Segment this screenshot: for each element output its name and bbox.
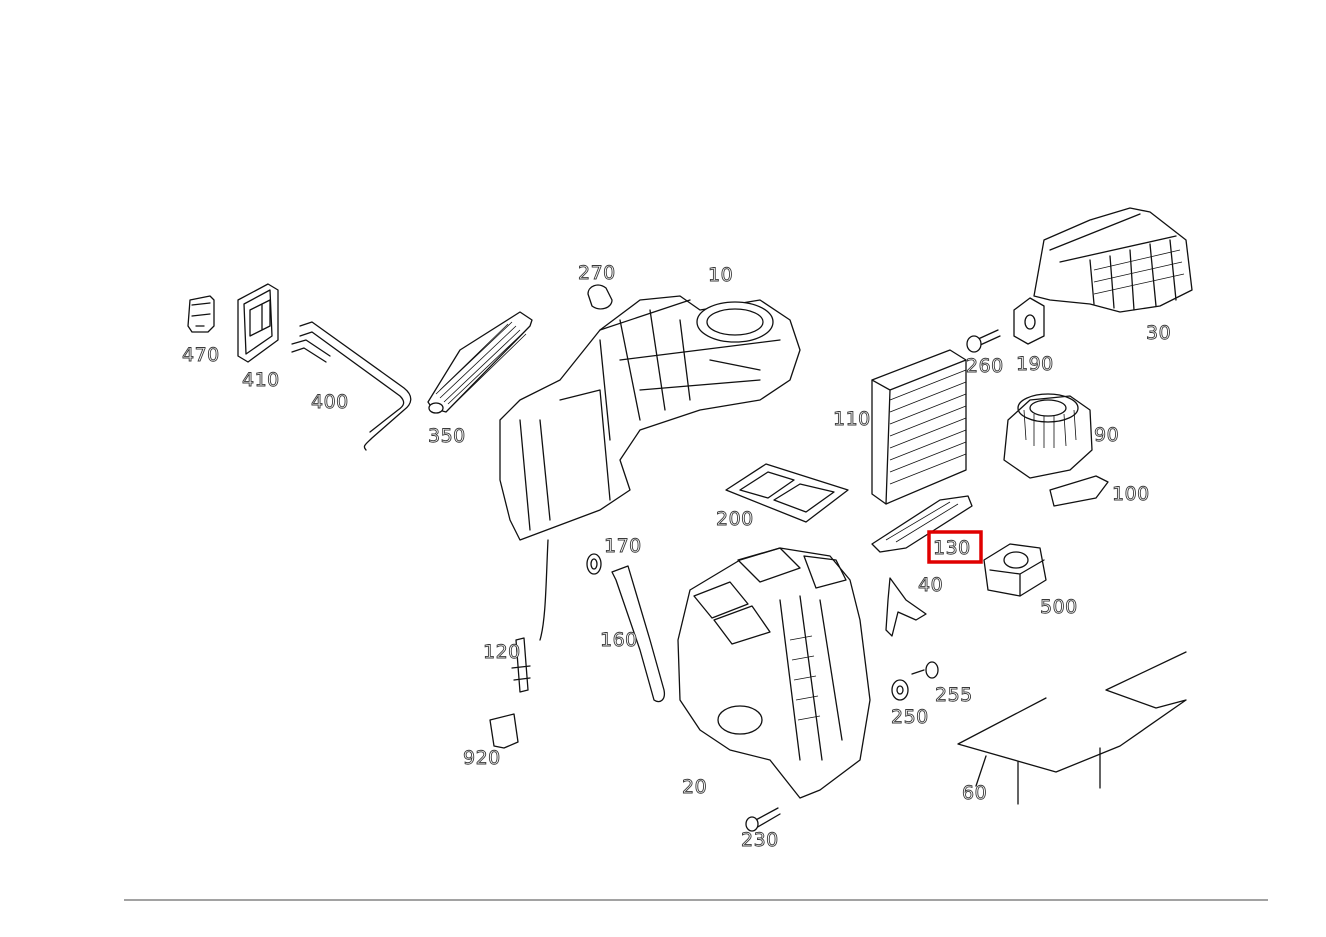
part-label-30[interactable]: 30 xyxy=(1146,322,1172,345)
part-260-drawing[interactable] xyxy=(966,329,1001,353)
part-350-drawing[interactable] xyxy=(427,311,533,414)
part-label-110[interactable]: 110 xyxy=(833,408,871,431)
part-190-drawing[interactable] xyxy=(1013,297,1045,345)
part-270-drawing[interactable] xyxy=(587,284,613,310)
part-470-drawing[interactable] xyxy=(187,295,215,333)
part-30-drawing[interactable] xyxy=(1033,207,1193,313)
part-label-470[interactable]: 470 xyxy=(182,344,220,367)
part-250-drawing[interactable] xyxy=(891,679,909,701)
part-label-90[interactable]: 90 xyxy=(1094,424,1120,447)
part-label-410[interactable]: 410 xyxy=(242,369,280,392)
part-label-920-visible[interactable]: 920 xyxy=(463,747,501,770)
part-10-drawing[interactable] xyxy=(499,295,801,641)
part-label-20[interactable]: 20 xyxy=(682,776,708,799)
part-label-100[interactable]: 100 xyxy=(1112,483,1150,506)
part-920-drawing[interactable] xyxy=(489,713,519,749)
part-130-drawing[interactable] xyxy=(871,495,973,553)
part-100-drawing[interactable] xyxy=(1049,475,1109,507)
part-label-350[interactable]: 350 xyxy=(428,425,466,448)
part-120-drawing[interactable] xyxy=(511,637,531,693)
part-230-drawing[interactable] xyxy=(745,807,781,832)
part-170-drawing[interactable] xyxy=(586,553,602,575)
part-label-190[interactable]: 190 xyxy=(1016,353,1054,376)
part-255-drawing[interactable] xyxy=(911,661,939,679)
part-label-130[interactable]: 130 xyxy=(933,537,971,560)
part-label-500-visible[interactable]: 500 xyxy=(1040,596,1078,619)
part-label-170[interactable]: 170 xyxy=(604,535,642,558)
part-410-drawing[interactable] xyxy=(237,283,279,363)
part-160-drawing[interactable] xyxy=(611,565,666,703)
part-label-230[interactable]: 230 xyxy=(741,829,779,852)
part-label-160[interactable]: 160 xyxy=(600,629,638,652)
part-label-270[interactable]: 270 xyxy=(578,262,616,285)
part-label-400[interactable]: 400 xyxy=(311,391,349,414)
part-label-120[interactable]: 120 xyxy=(483,641,521,664)
part-label-200[interactable]: 200 xyxy=(716,508,754,531)
part-200-drawing[interactable] xyxy=(725,463,849,523)
part-20-drawing[interactable] xyxy=(677,547,871,799)
part-label-10[interactable]: 10 xyxy=(708,264,734,287)
part-label-60[interactable]: 60 xyxy=(962,782,988,805)
part-label-260[interactable]: 260 xyxy=(966,355,1004,378)
part-400-drawing[interactable] xyxy=(291,321,412,451)
part-500-drawing[interactable] xyxy=(983,543,1047,597)
part-110-drawing[interactable] xyxy=(871,349,967,505)
part-90-drawing[interactable] xyxy=(1003,393,1093,479)
part-40-drawing[interactable] xyxy=(885,577,927,637)
highlight-box-130 xyxy=(927,530,983,564)
part-label-250[interactable]: 250 xyxy=(891,706,929,729)
part-label-40[interactable]: 40 xyxy=(918,574,944,597)
part-label-255[interactable]: 255 xyxy=(935,684,973,707)
part-60-drawing[interactable] xyxy=(957,651,1187,805)
